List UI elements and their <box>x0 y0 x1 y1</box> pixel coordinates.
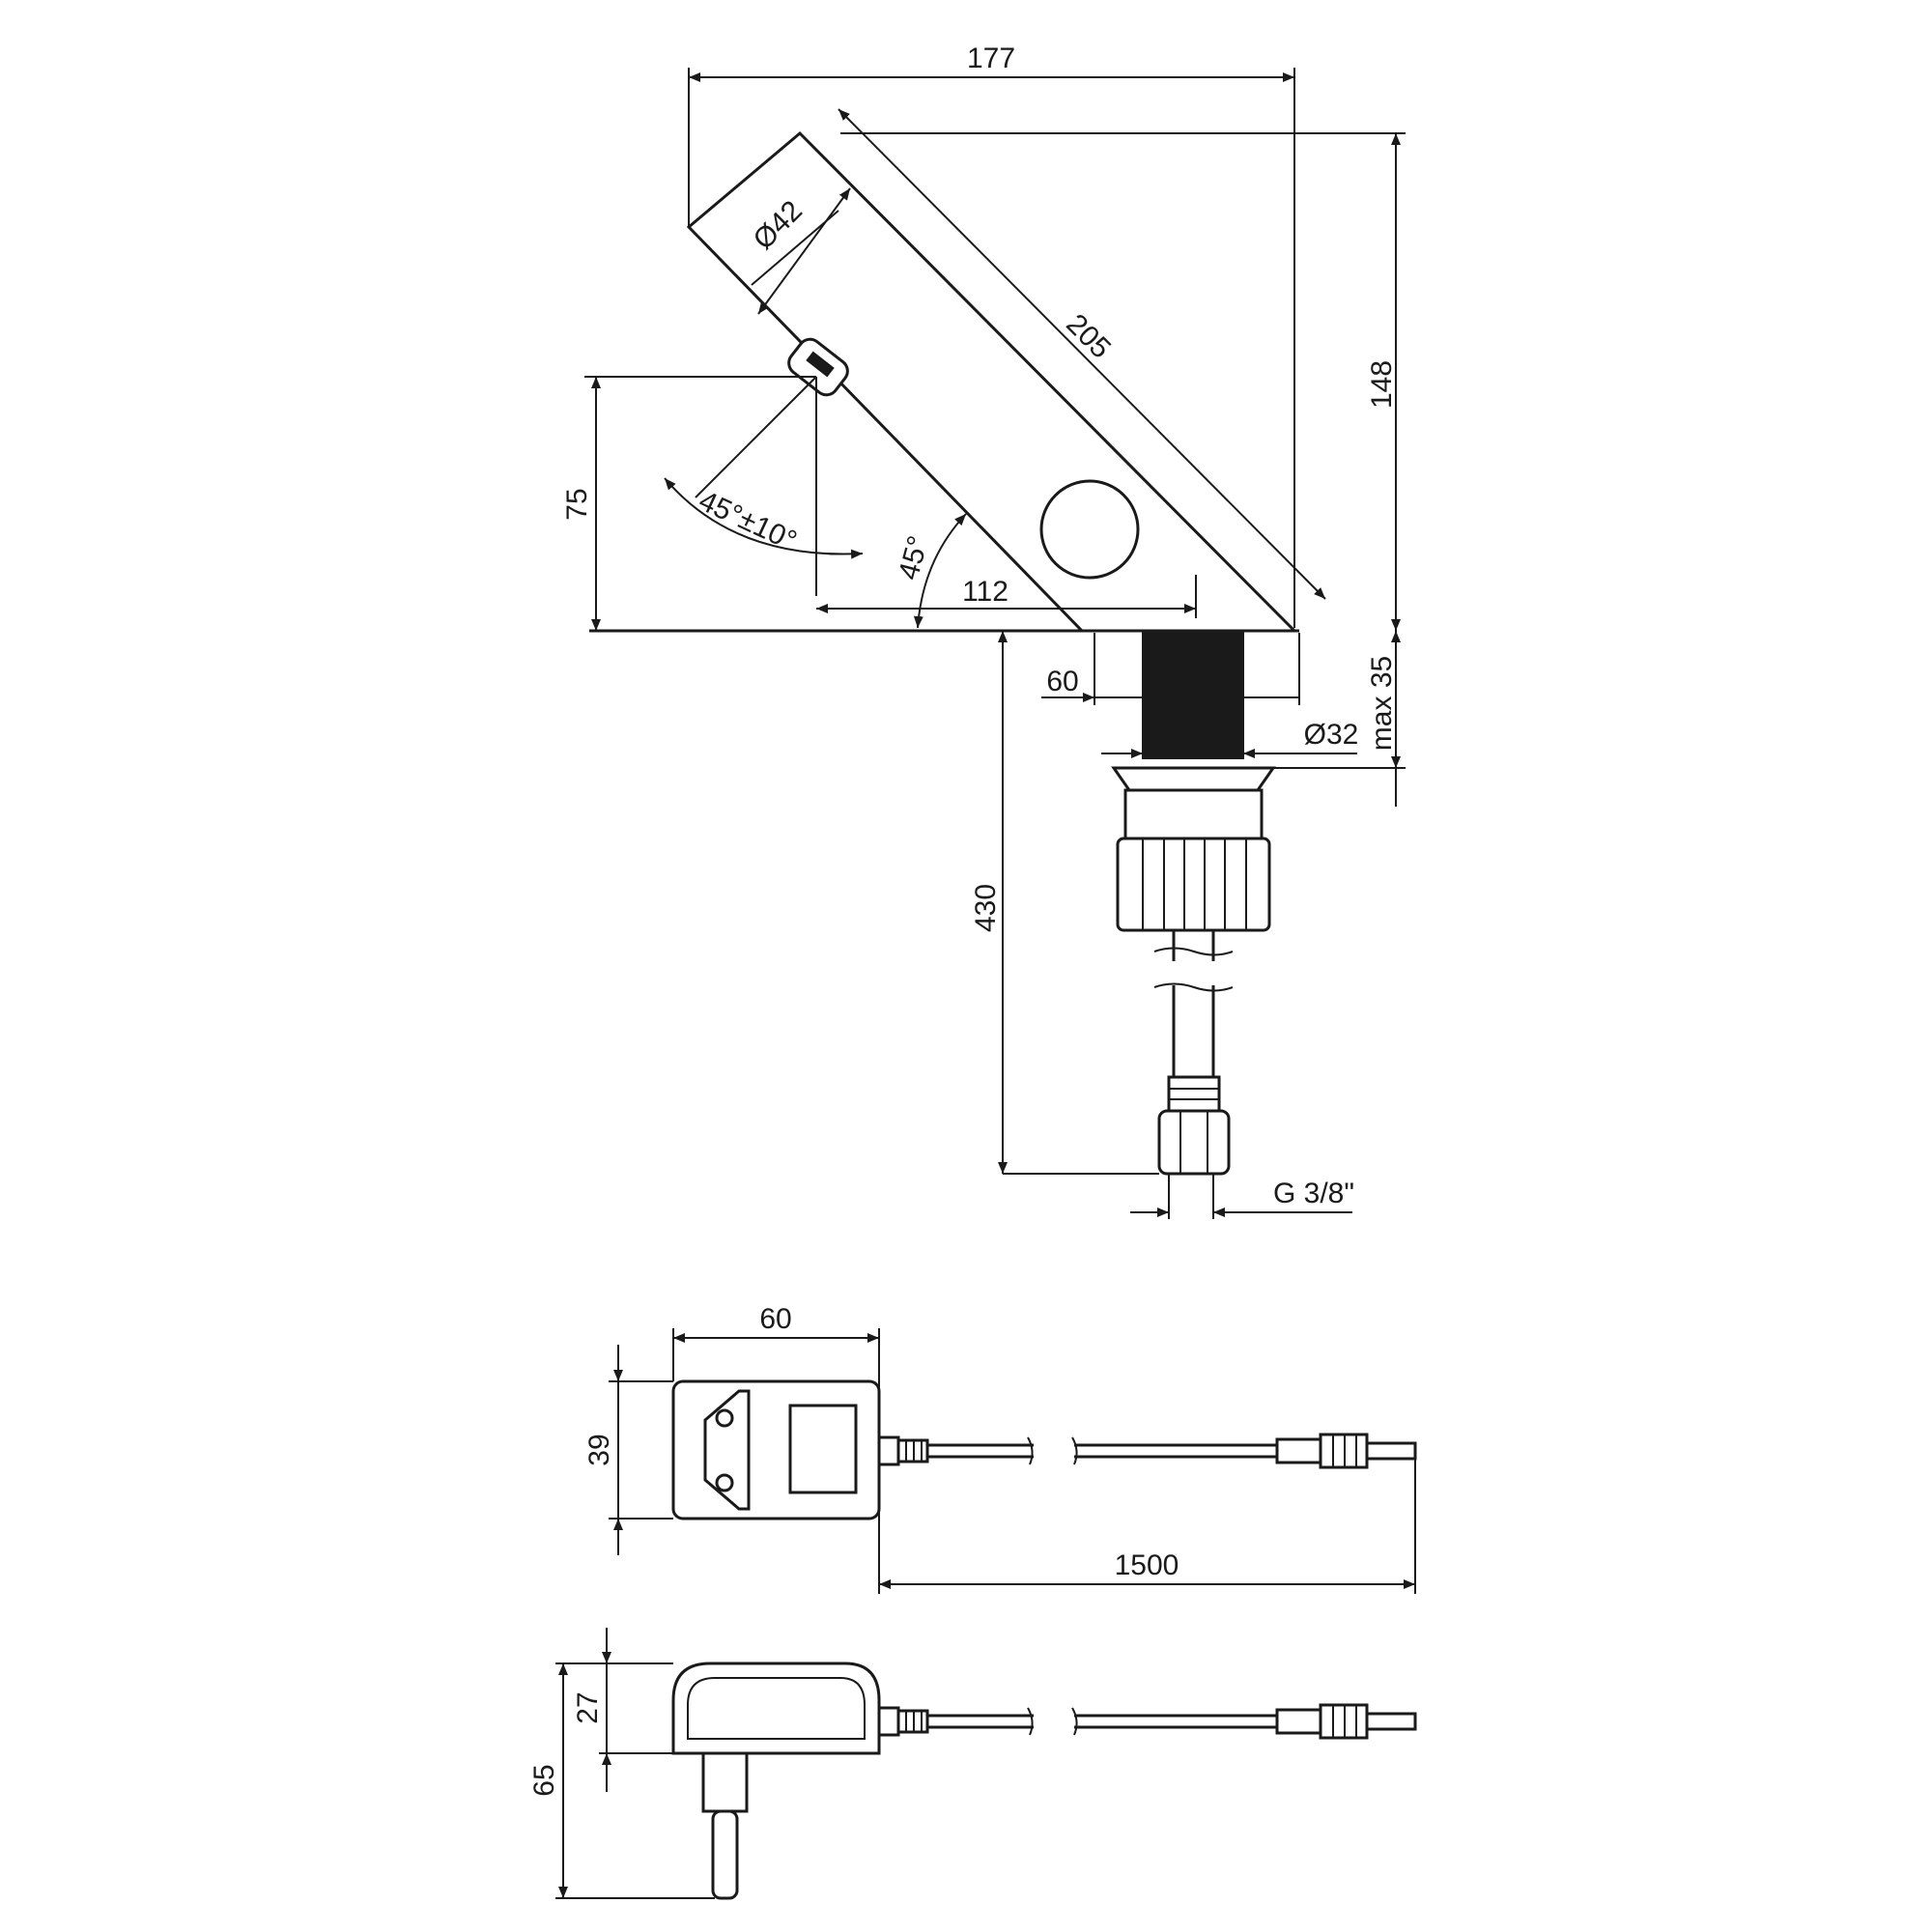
nut-body <box>1123 788 1264 840</box>
label-window <box>788 1404 858 1494</box>
dim-arc-sensor-angle <box>664 477 864 559</box>
dim-hose-length-label: 430 <box>970 884 1002 932</box>
plug-pin-bottom <box>715 1473 734 1492</box>
knurled-nut <box>1116 837 1271 932</box>
dim-cable-length-label: 1500 <box>1115 1549 1179 1581</box>
dim-length-label: 205 <box>1060 308 1117 365</box>
dim-reach-label: 112 <box>962 576 1009 608</box>
dim-line-diameter42 <box>757 187 851 315</box>
dim-width-label: 177 <box>967 43 1015 74</box>
dim-connection-label: G 3/8" <box>1273 1178 1354 1209</box>
knurl-lines <box>1142 838 1247 930</box>
side-plug-prong <box>711 1809 739 1900</box>
dim-line-205 <box>838 108 1326 600</box>
dim-height-label: 148 <box>1366 360 1398 409</box>
dim-max-thickness-label: max 35 <box>1366 656 1398 751</box>
adapter-side-body <box>671 1662 881 1755</box>
faucet-drawing: 177 148 205 Ø42 75 45°±10° 45° 112 60 <box>561 43 1406 1219</box>
dc-connector <box>1275 1437 1322 1464</box>
dim-base-width-label: 60 <box>1046 666 1078 697</box>
dim-adapter-height-label: 39 <box>583 1434 615 1465</box>
supply-hose <box>1153 930 1234 1176</box>
dim-adapter-width-label: 60 <box>759 1303 791 1335</box>
strain-relief <box>877 1435 900 1466</box>
dim-shank-diameter-label: Ø32 <box>1304 719 1359 751</box>
round-button <box>1039 479 1140 580</box>
flange <box>1111 766 1276 792</box>
plug-pin-top <box>715 1408 734 1428</box>
dim-sensor-angle-label: 45°±10° <box>694 485 801 557</box>
dim-side-body-height-label: 27 <box>572 1691 604 1723</box>
mounting-shank <box>1142 632 1244 759</box>
dim-side-total-height-label: 65 <box>528 1764 560 1796</box>
adapter-side-view: 27 65 <box>528 1628 1417 1900</box>
side-dc-connector <box>1275 1708 1322 1735</box>
side-plug-base <box>701 1751 749 1813</box>
dim-sensor-height-label: 75 <box>561 488 593 520</box>
adapter-top-view: 60 39 1500 <box>583 1303 1417 1594</box>
